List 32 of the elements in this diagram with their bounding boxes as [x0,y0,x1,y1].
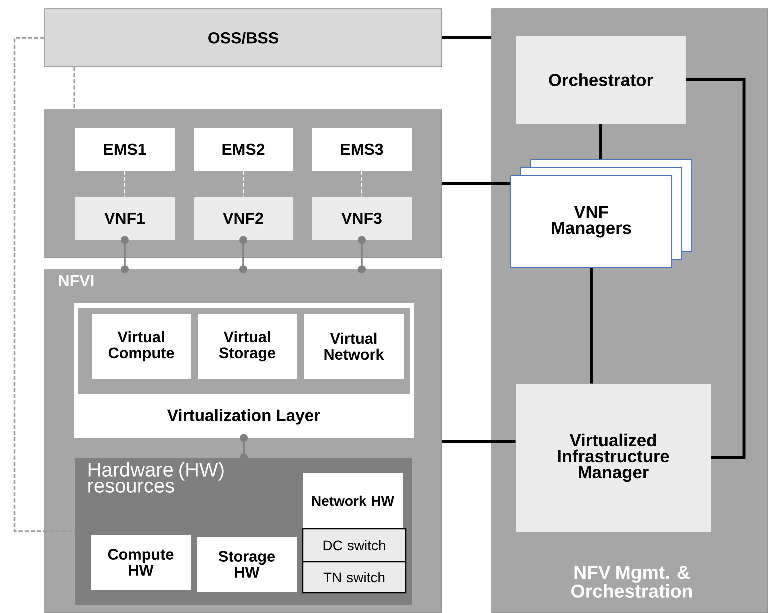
system-box: OSS/BSS [44,8,442,68]
connector-line [442,182,511,186]
hardware-box: Storage HW [197,537,297,592]
manager-box: VNF Managers [510,160,692,268]
resource-box: Virtual Storage [198,314,297,379]
connector-line [600,124,602,160]
dotted-line [124,171,126,197]
connector-line [686,78,746,460]
resource-box: Virtual Compute [92,314,191,379]
function-box: VNF2 [194,197,293,240]
dotted-line [242,171,244,197]
connector-line [590,268,593,384]
resource-box: Virtual Network [304,314,404,379]
connector-line [442,36,492,40]
dotted-line [361,171,363,197]
dotted-line [14,37,75,532]
element-box: EMS1 [75,128,175,171]
switch-box: TN switch [302,561,407,594]
connector-line [358,236,366,274]
orchestrator-box: Orchestrator [516,36,686,124]
hardware-box: Compute HW [91,535,191,590]
switch-box: DC switch [302,528,407,563]
manager-box: Virtualized Infrastructure Manager [516,384,711,532]
function-box: VNF1 [75,197,175,240]
connector-line [121,236,129,274]
element-box: EMS3 [312,128,412,171]
connector-line [442,440,516,443]
hardware-box: Network HW [303,473,403,529]
function-box: VNF3 [312,197,412,240]
connector-line [240,236,248,274]
dotted-line [74,67,76,110]
element-box: EMS2 [194,128,293,171]
